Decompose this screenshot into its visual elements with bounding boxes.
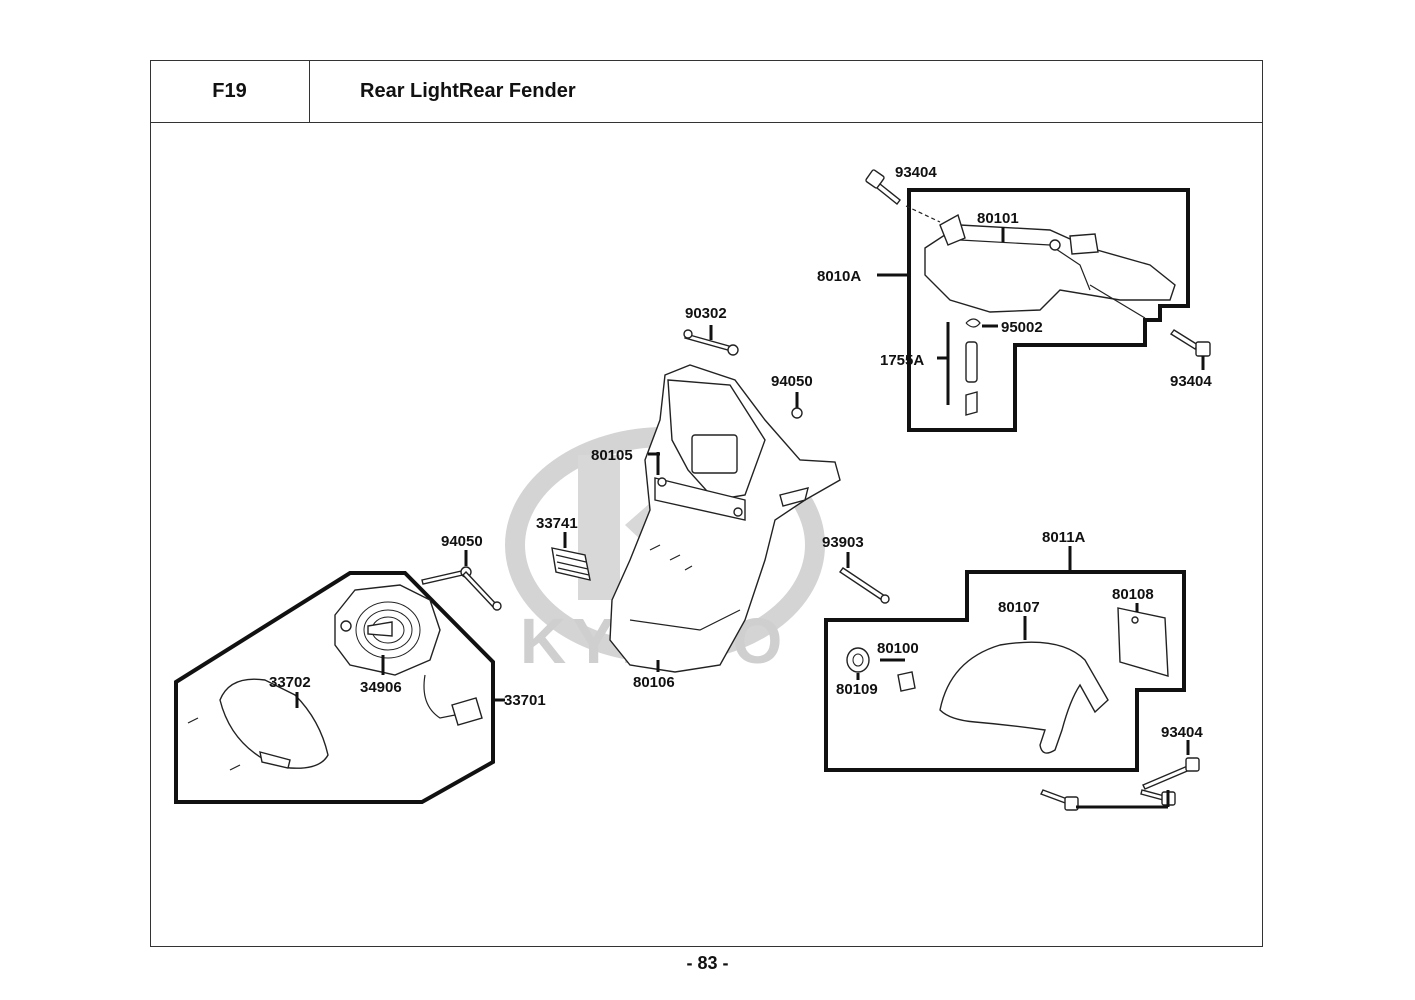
- label-80100: 80100: [877, 640, 919, 657]
- figure-code: F19: [150, 60, 310, 122]
- label-80107: 80107: [998, 599, 1040, 616]
- pin-95002: [965, 318, 981, 416]
- group-8010A: [865, 169, 1211, 432]
- front-fender-80107: [939, 616, 1109, 754]
- group-frame-33701: [174, 571, 495, 804]
- group-frame-8011A: [824, 570, 1186, 772]
- bushing-80100: [880, 658, 916, 692]
- part-labels: 93404 80101 8010A 95002 1755A 93404 9030…: [269, 164, 1212, 741]
- label-95002: 95002: [1001, 319, 1043, 336]
- rear-fender-assembly: [551, 325, 841, 673]
- label-1755A: 1755A: [880, 352, 924, 369]
- label-33701: 33701: [504, 692, 546, 709]
- fender-side-reflector: [779, 487, 809, 507]
- page-number: - 83 -: [686, 953, 729, 973]
- rear-fender-80106: [609, 364, 841, 673]
- fender-light-housing: [654, 477, 746, 521]
- tail-lens-33702: [187, 678, 329, 771]
- header-frame: [150, 60, 1263, 122]
- group-33701: [174, 550, 505, 804]
- group-frame-8010A: [907, 188, 1190, 432]
- label-80106: 80106: [633, 674, 675, 691]
- label-33741: 33741: [536, 515, 578, 532]
- label-8011A: 8011A: [1042, 529, 1086, 546]
- bolt-93404-top: [865, 169, 901, 205]
- label-93404-bottom: 93404: [1161, 724, 1203, 741]
- label-8010A: 8010A: [817, 268, 861, 285]
- label-94050-left: 94050: [441, 533, 483, 550]
- tail-light-unit-34906: [334, 584, 483, 726]
- label-80101: 80101: [977, 210, 1019, 227]
- collar-80109: [846, 647, 870, 680]
- bolt-90302: [683, 325, 739, 356]
- bolt-93903: [838, 552, 890, 604]
- label-80109: 80109: [836, 681, 878, 698]
- label-93404-top: 93404: [895, 164, 937, 181]
- label-94050-top: 94050: [771, 373, 813, 390]
- dashed-guide-93404: [905, 205, 941, 223]
- label-93903: 93903: [822, 534, 864, 551]
- bolt-94050-left: [421, 550, 502, 611]
- nut-94050-top: [791, 392, 803, 419]
- bracket-80108: [1117, 603, 1169, 677]
- label-33702: 33702: [269, 674, 311, 691]
- label-80108: 80108: [1112, 586, 1154, 603]
- seat-bracket-80101: [924, 213, 1176, 319]
- label-34906: 34906: [360, 679, 402, 696]
- label-80105: 80105: [591, 447, 633, 464]
- plate-slot: [691, 434, 738, 474]
- bolts-93404-bottom: [1040, 740, 1200, 811]
- diagram-frame: [150, 122, 1263, 947]
- page-title: Rear LightRear Fender: [360, 79, 576, 102]
- bolt-93404-right: [1169, 329, 1211, 370]
- group-8011A: [824, 546, 1186, 772]
- reflector-33741: [551, 532, 591, 581]
- label-90302: 90302: [685, 305, 727, 322]
- label-93404-right: 93404: [1170, 373, 1212, 390]
